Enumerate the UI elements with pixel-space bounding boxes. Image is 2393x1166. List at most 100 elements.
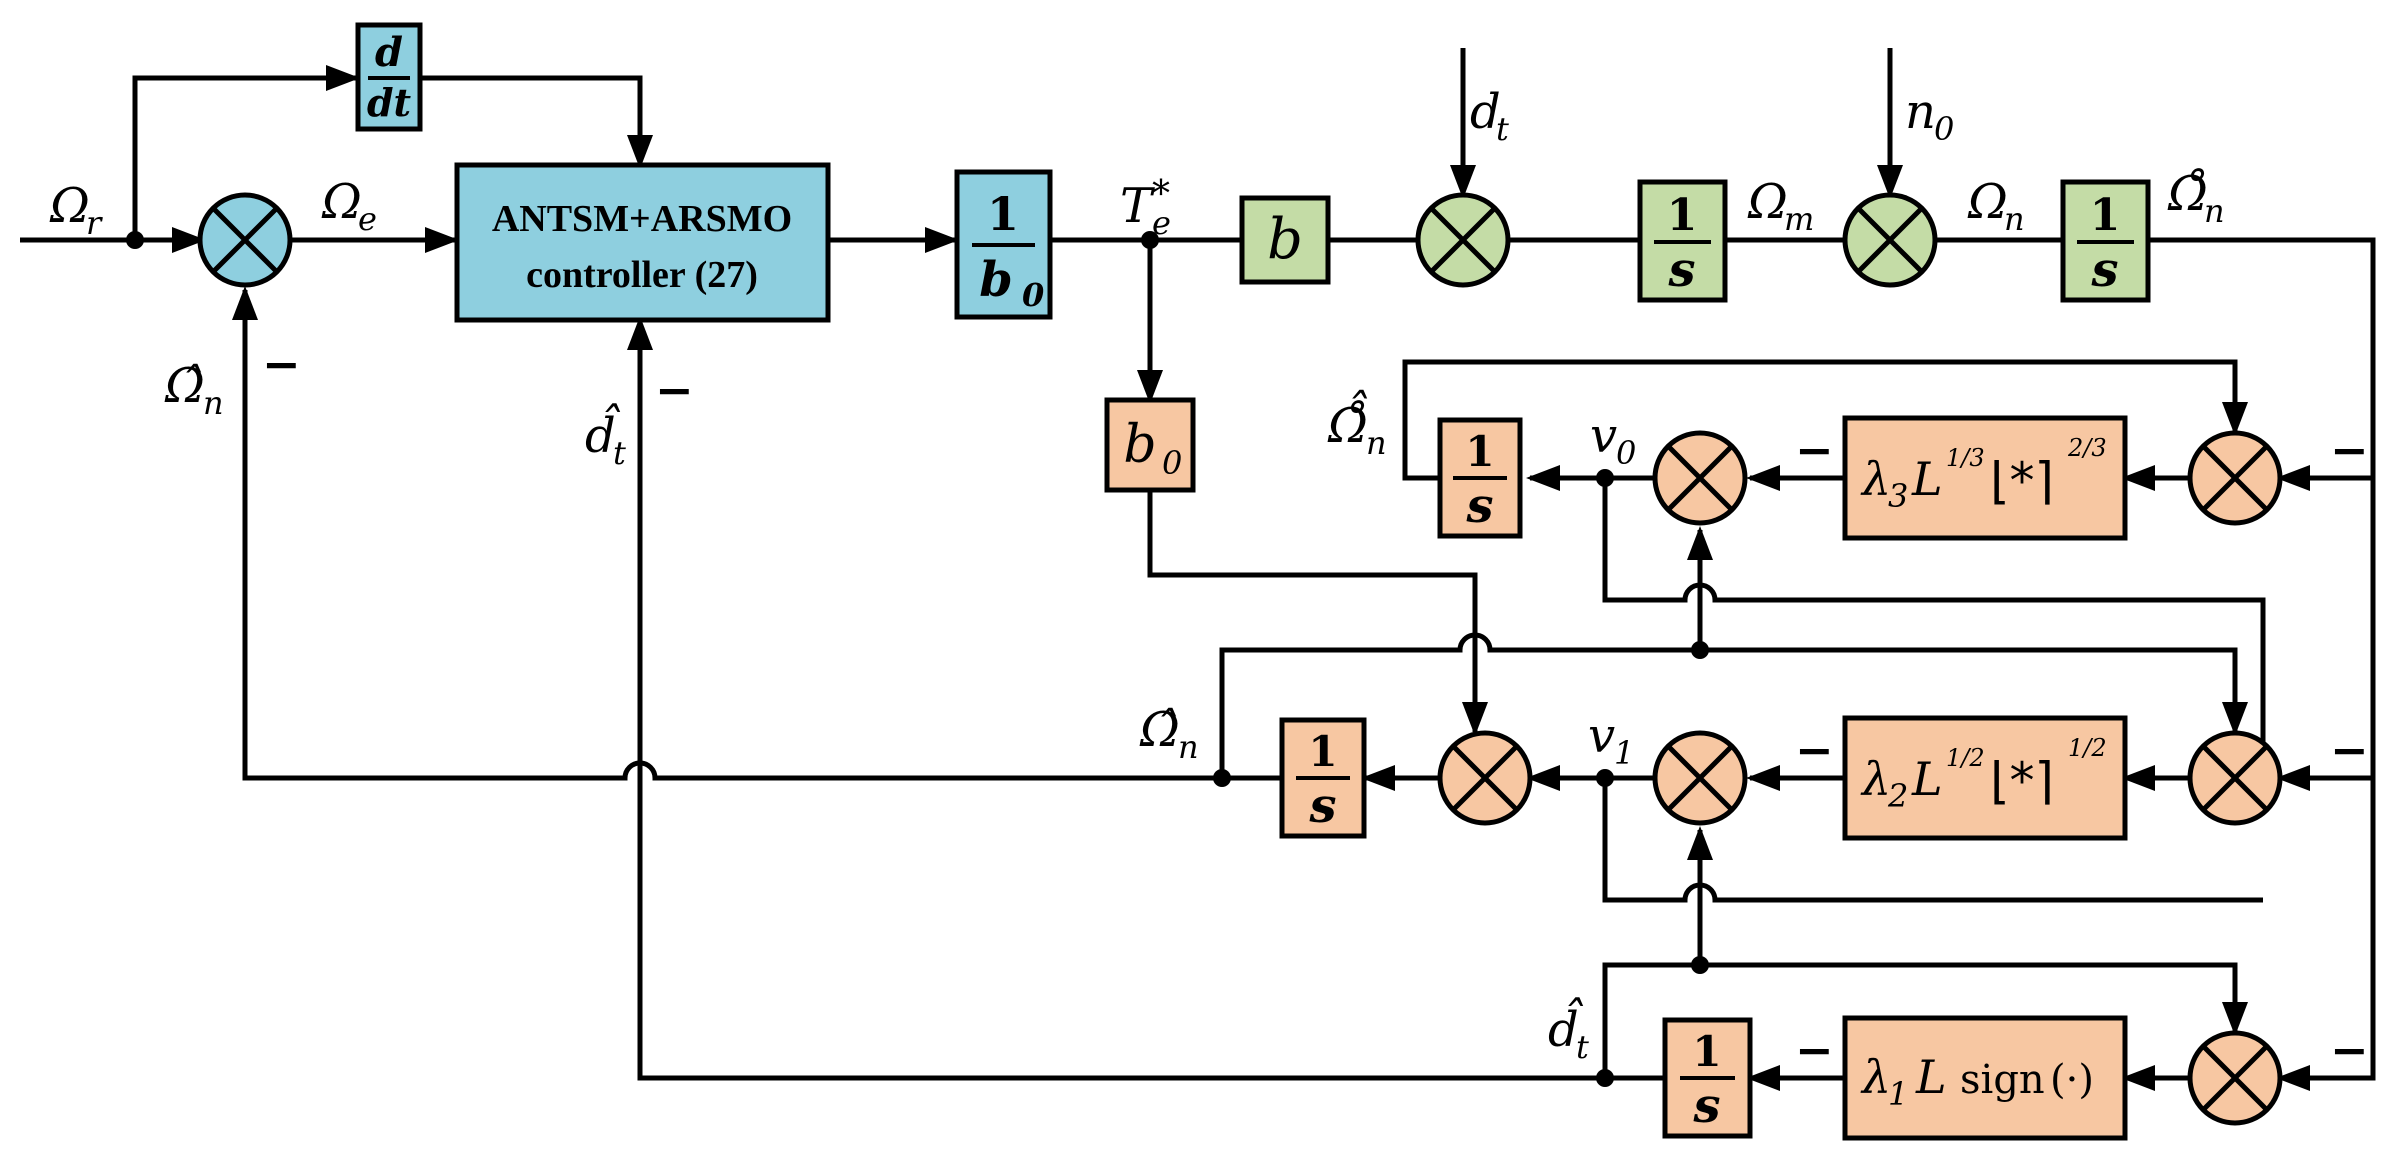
lambda2-L: L <box>1911 752 1943 806</box>
inverse-b0-numerator: 1 <box>987 187 1019 241</box>
sum-junction-error <box>197 192 293 288</box>
minus-sign: − <box>1795 1023 1834 1077</box>
junction-dot <box>1596 1069 1614 1087</box>
gain-b0-sub: 0 <box>1162 444 1182 482</box>
label-dt: d <box>1470 84 1501 140</box>
label-te-sup: * <box>1152 174 1170 215</box>
integrator-denominator: s <box>1667 242 1695 298</box>
gain-b0-block: b 0 <box>1104 397 1196 493</box>
junction-dot <box>1691 641 1709 659</box>
sum-junction-obs-mid-right <box>2187 730 2283 826</box>
sum-junction-disturbance <box>1415 192 1511 288</box>
wires <box>20 48 2376 1091</box>
plant-integrator-1: 1 s <box>1637 179 1728 303</box>
label-omega-n-sub: n <box>2004 200 2025 238</box>
minus-sign: − <box>655 363 694 417</box>
label-n0: n <box>1905 84 1936 140</box>
label-omega-m: Ω <box>1747 174 1788 230</box>
sum-junction-obs-top-right <box>2187 430 2283 526</box>
label-n0-sub: 0 <box>1934 110 1954 148</box>
lambda1-symbol: λ <box>1860 1050 1891 1104</box>
observer-integrator-top: 1 s <box>1437 417 1523 539</box>
controller-block: ANTSM+ARSMO controller (27) <box>454 162 831 323</box>
sum-junction-obs-mid-left <box>1652 730 1748 826</box>
integrator-numerator: 1 <box>2090 190 2121 241</box>
junction-dot <box>1596 769 1614 787</box>
derivative-numerator: d <box>375 29 403 76</box>
signal-labels: Ω r Ω e Ω̂ n − d̂ t − T * e d t n 0 Ω m … <box>49 84 2369 1077</box>
sum-junction-obs-top-left <box>1652 430 1748 526</box>
integrator-numerator: 1 <box>1308 727 1337 776</box>
observer-integrator-mid: 1 s <box>1279 717 1367 839</box>
label-d-hat-left-sub: t <box>613 434 626 472</box>
label-v0: v <box>1590 408 1617 464</box>
lambda1-argument: (·) <box>2050 1057 2094 1103</box>
gain-b-block: b <box>1239 195 1331 285</box>
sum-junction-noise <box>1842 192 1938 288</box>
label-omega-m-sub: m <box>1784 200 1814 238</box>
label-omega-hat-ring: Ω̊̂ <box>1327 389 1368 454</box>
label-omega-n-ring-sub: n <box>2204 192 2225 230</box>
derivative-block: d dt <box>355 22 423 132</box>
integrator-numerator: 1 <box>1692 1027 1721 1076</box>
integrator-denominator: s <box>1308 778 1336 834</box>
label-dt-sub: t <box>1496 110 1509 148</box>
integrator-numerator: 1 <box>1465 427 1494 476</box>
gain-b0-label: b <box>1123 415 1156 475</box>
integrator-denominator: s <box>1465 478 1493 534</box>
lambda1-sign: sign <box>1960 1057 2045 1103</box>
minus-sign: − <box>2330 1023 2369 1077</box>
label-omega-hat-ring-sub: n <box>1366 424 1387 462</box>
lambda3-L-exponent: 1/3 <box>1946 444 1985 472</box>
lambda1-sub: 1 <box>1888 1075 1908 1113</box>
minus-sign: − <box>2330 423 2369 477</box>
minus-sign: − <box>1795 423 1834 477</box>
label-d-hat-bottom: d̂ <box>1548 997 1584 1058</box>
inverse-b0-denominator: b <box>979 252 1013 308</box>
integrator-denominator: s <box>1692 1078 1720 1134</box>
minus-sign: − <box>2330 723 2369 777</box>
derivative-denominator: dt <box>367 80 412 125</box>
lambda3-sub: 3 <box>1888 477 1908 515</box>
label-omega-n-ring: Ω̊ <box>2167 166 2208 222</box>
junction-dot <box>1213 769 1231 787</box>
lambda2-symbol: λ <box>1860 752 1891 806</box>
controller-subtitle: controller (27) <box>526 254 758 296</box>
lambda2-exponent: 1/2 <box>2068 734 2107 762</box>
observer-integrator-bottom: 1 s <box>1662 1017 1753 1139</box>
label-omega-hat-mid: Ω̂ <box>1139 702 1180 758</box>
lambda3-block: λ 3 L 1/3 ⌊*⌉ 2/3 <box>1842 415 2128 541</box>
label-omega-n: Ω <box>1967 174 2008 230</box>
junction-dot <box>126 231 144 249</box>
label-v1-sub: 1 <box>1614 734 1634 772</box>
integrator-denominator: s <box>2090 242 2118 298</box>
label-v0-sub: 0 <box>1616 434 1636 472</box>
sum-junction-obs-bottom-right <box>2187 1030 2283 1126</box>
label-omega-e: Ω <box>321 174 362 230</box>
inverse-b0-block: 1 b 0 <box>954 169 1053 320</box>
sum-junction-obs-mid-b0 <box>1437 730 1533 826</box>
label-omega-hat-mid-sub: n <box>1178 728 1199 766</box>
label-omega-r-sub: r <box>86 204 103 242</box>
label-omega-hat-left: Ω̂ <box>164 358 205 414</box>
lambda3-symbol: λ <box>1860 452 1891 506</box>
label-te-sub: e <box>1152 204 1171 242</box>
label-omega-e-sub: e <box>358 200 377 238</box>
minus-sign: − <box>262 337 301 391</box>
lambda2-sub: 2 <box>1887 777 1908 815</box>
junction-dot <box>1141 231 1159 249</box>
lambda2-signpower: ⌊*⌉ <box>1990 752 2054 810</box>
junction-dots <box>126 231 1709 1087</box>
inverse-b0-denominator-sub: 0 <box>1022 276 1044 314</box>
plant-integrator-2: 1 s <box>2060 179 2151 303</box>
integrator-numerator: 1 <box>1667 190 1698 241</box>
junction-dot <box>1596 469 1614 487</box>
label-d-hat-left: d̂ <box>585 403 621 464</box>
junction-dot <box>1691 956 1709 974</box>
gain-b-label: b <box>1267 207 1303 272</box>
label-omega-hat-left-sub: n <box>203 384 224 422</box>
lambda3-L: L <box>1911 452 1943 506</box>
label-v1: v <box>1588 708 1615 764</box>
controller-title: ANTSM+ARSMO <box>492 198 792 240</box>
